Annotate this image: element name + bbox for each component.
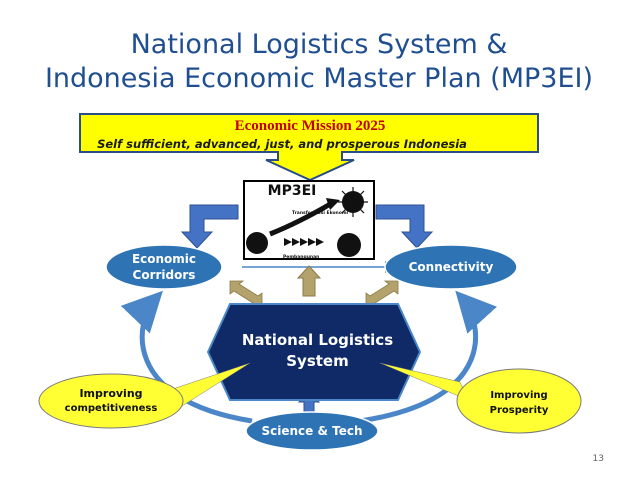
science-tech-ellipse — [245, 411, 379, 451]
prosperity-label-1: Improving — [490, 390, 548, 401]
left-bent-arrow — [180, 204, 239, 249]
mission-title: Economic Mission 2025 — [234, 118, 386, 134]
prosperity-label-2: Prosperity — [489, 405, 549, 416]
prosperity-callout — [456, 368, 582, 434]
tan-double-arrow-right — [365, 280, 399, 307]
competitiveness-label-2: competitiveness — [64, 403, 158, 414]
mp3ei-caption-bottom: Pembangunan — [283, 254, 319, 260]
mp3ei-graphic: Transformasi Ekonomi Pembangunan — [246, 187, 368, 260]
title-line-1: National Logistics System & — [130, 29, 508, 60]
competitiveness-label-1: Improving — [79, 387, 143, 400]
right-bent-arrow — [375, 204, 434, 249]
title-line-2: Indonesia Economic Master Plan (MP3EI) — [44, 63, 594, 94]
connectivity-ellipse — [384, 244, 518, 290]
mp3ei-label: MP3EI — [267, 183, 317, 199]
page-number: 13 — [592, 454, 604, 464]
science-tech-label: Science & Tech — [261, 424, 363, 438]
mp3ei-caption-top: Transformasi Ekonomi — [292, 210, 349, 216]
national-logistics-label: National Logistics System — [241, 331, 394, 370]
national-logistics-hexagon — [206, 303, 422, 401]
connectivity-label: Connectivity — [408, 260, 494, 274]
mission-banner — [79, 113, 539, 182]
curve-right-arrow — [359, 290, 497, 424]
economic-corridors-ellipse — [105, 244, 223, 290]
curve-left-arrow — [120, 290, 253, 424]
tan-double-arrow-left — [229, 280, 263, 307]
competitiveness-callout — [38, 373, 184, 429]
economic-corridors-label: Economic Corridors — [131, 252, 197, 282]
up-block-arrow — [296, 265, 322, 297]
mission-subtitle: Self sufficient, advanced, just, and pro… — [97, 137, 467, 151]
